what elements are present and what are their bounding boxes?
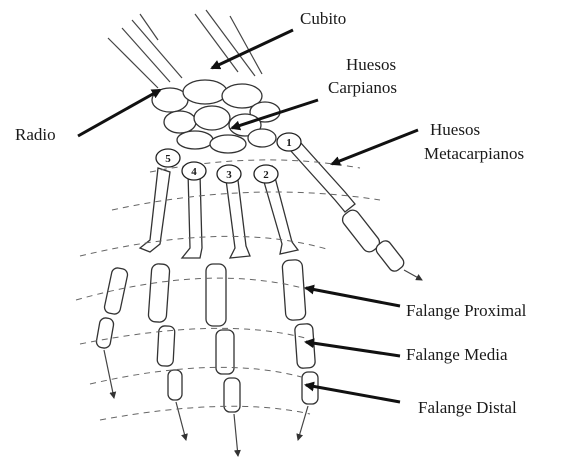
metacarpianos-arrow (332, 130, 418, 164)
forearm-bones (108, 10, 262, 88)
finger-number-1: 1 (277, 133, 301, 151)
svg-text:2: 2 (263, 169, 269, 181)
falange-media-label: Falange Media (406, 345, 508, 364)
metacarpianos-label-line2: Metacarpianos (424, 144, 524, 163)
finger-number-4: 4 (182, 162, 206, 180)
svg-text:1: 1 (286, 137, 292, 149)
carpianos-label-line2: Carpianos (328, 78, 397, 97)
falange-proximal-label: Falange Proximal (406, 301, 527, 320)
svg-text:3: 3 (226, 169, 232, 181)
text-labels: Cubito Huesos Carpianos Radio Huesos Met… (15, 9, 527, 417)
finger-number-3: 3 (217, 165, 241, 183)
svg-text:5: 5 (165, 153, 171, 165)
radio-label: Radio (15, 125, 56, 144)
svg-text:4: 4 (191, 166, 197, 178)
falange-proximal-arrow (306, 288, 400, 306)
finger-number-5: 5 (156, 149, 180, 167)
metacarpianos-label-line1: Huesos (430, 120, 480, 139)
radio-arrow (78, 90, 160, 136)
carpal-bones (152, 80, 280, 153)
falange-media-arrow (306, 342, 400, 356)
falange-distal-arrow (306, 385, 400, 402)
cubito-label: Cubito (300, 9, 346, 28)
falange-distal-label: Falange Distal (418, 398, 517, 417)
cubito-arrow (212, 30, 293, 68)
carpianos-label-line1: Huesos (346, 55, 396, 74)
finger-number-2: 2 (254, 165, 278, 183)
